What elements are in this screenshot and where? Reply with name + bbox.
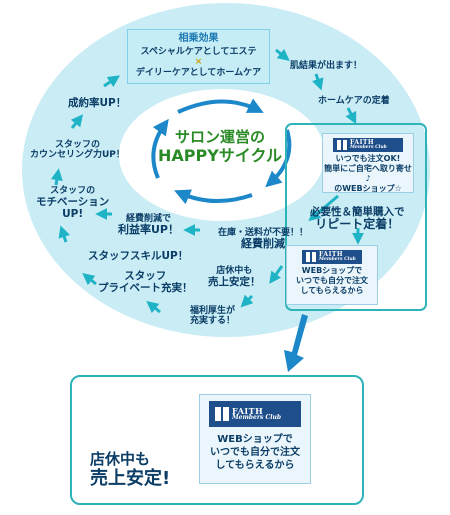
label-profit: 経費削減で 利益率UP！ <box>118 214 179 237</box>
cycle-arrow <box>240 294 254 308</box>
cycle-arrow <box>82 273 97 286</box>
webshop-highlight-frame <box>285 123 427 311</box>
label-private-line2: プライベート充実！ <box>98 282 193 295</box>
cycle-arrow <box>312 73 324 91</box>
label-profit-line2: 利益率UP！ <box>118 223 179 237</box>
zoom-arrow <box>284 314 308 372</box>
center-ring-arrow-top <box>177 98 264 114</box>
label-repeat-line2: リピート定着！ <box>315 217 400 232</box>
zoom-line1: WEBショップで <box>217 434 293 445</box>
label-welfare: 福利厚生が 充実する！ <box>190 306 235 327</box>
cycle-arrow <box>103 75 120 88</box>
webshop-card-self-order: FAITH Members Club WEBショップで いつでも自分で注文 して… <box>286 245 378 305</box>
label-motivation-line3: UP! <box>62 208 84 221</box>
zoom-sales-line2: 売上安定! <box>90 468 171 489</box>
label-counseling-line2: カウンセリング力UP！ <box>30 150 125 161</box>
label-repeat-line1: 必要性＆簡単購入で <box>310 206 405 218</box>
faith-logo: FAITH Members Club <box>302 250 362 264</box>
card2-line3: してもらえるから <box>300 286 364 295</box>
label-counseling-line1: スタッフの <box>54 140 100 150</box>
webshop-card-order: FAITH Members Club いつでも注文OK! 簡単にご自宅へ取り寄せ… <box>322 133 414 193</box>
zoom-sales-text: 店休中も 売上安定! <box>90 450 170 490</box>
center-title: サロン運営の HAPPYサイクル <box>150 128 290 165</box>
cycle-arrow <box>275 48 290 61</box>
cycle-arrow <box>70 114 83 129</box>
faith-logo: FAITH Members Club <box>333 138 403 152</box>
card2-line1: WEBショップで <box>301 266 363 275</box>
label-private-line1: スタッフ <box>124 270 167 282</box>
label-closed-line2: 売上安定！ <box>208 276 261 289</box>
label-inventory-line1: 在庫・送料が不要！！ <box>218 228 309 238</box>
synergy-line1: スペシャルケアとしてエステ <box>140 46 257 57</box>
center-ring-arrow-bottom <box>174 189 253 205</box>
center-title-line2: HAPPYサイクル <box>157 146 282 165</box>
center-ring-arrow-left <box>151 118 169 179</box>
synergy-line2: デイリーケアとしてホームケア <box>135 67 262 78</box>
cycle-arrow <box>269 265 284 284</box>
zoom-line2: いつでも自分で注文 <box>210 447 300 458</box>
label-skin-result: 肌結果が出ます！ <box>290 61 363 71</box>
cycle-arrow <box>308 194 339 222</box>
center-ring-arrow-right <box>265 129 292 188</box>
zoom-sales-line1: 店休中も <box>90 450 151 468</box>
cross-mark: × <box>194 56 203 67</box>
label-conversion: 成約率UP！ <box>68 97 127 109</box>
gift-box-icon <box>306 252 316 262</box>
zoom-line3: してもらえるから <box>215 460 295 471</box>
label-profit-line1: 経費削減で <box>125 214 171 224</box>
gift-box-icon <box>337 140 347 150</box>
label-welfare-line2: 充実する！ <box>190 316 236 327</box>
label-repeat: 必要性＆簡単購入で リピート定着！ <box>310 206 405 232</box>
center-title-line1: サロン運営の <box>174 128 265 146</box>
logo-brand-sub: Members Club <box>232 414 282 421</box>
label-motivation-line2: モチベーション <box>36 196 110 209</box>
card1-line2: 簡単にご自宅へ取り寄せ♪ <box>324 164 412 183</box>
card2-line2: いつでも自分で注文 <box>296 276 368 285</box>
logo-brand-sub: Members Club <box>350 144 387 150</box>
label-home-care: ホームケアの定着 <box>318 96 390 106</box>
label-closed-sales: 店休中も 売上安定！ <box>208 266 261 288</box>
logo-brand: FAITH <box>350 138 375 146</box>
zoom-webshop-card: FAITH Members Club WEBショップで いつでも自分で注文 して… <box>199 394 311 484</box>
cycle-arrow <box>58 225 70 243</box>
logo-brand-sub: Members Club <box>319 256 356 262</box>
label-closed-line1: 店休中も <box>216 266 253 276</box>
cycle-arrow <box>146 301 161 314</box>
label-motivation-line1: スタッフの <box>50 186 96 196</box>
synergy-title: 相乗効果 <box>178 33 219 44</box>
gift-box-icon <box>215 407 229 421</box>
label-welfare-line1: 福利厚生が <box>190 306 236 316</box>
label-motivation: スタッフの モチベーション UP! <box>36 186 109 220</box>
label-counseling: スタッフの カウンセリング力UP！ <box>30 140 125 161</box>
label-private: スタッフ プライベート充実！ <box>98 270 193 294</box>
label-skill: スタッフスキルUP！ <box>88 250 189 262</box>
logo-brand: FAITH <box>319 250 344 258</box>
inner-cycle-ellipse <box>119 89 325 221</box>
synergy-box: 相乗効果 スペシャルケアとしてエステ × デイリーケアとしてホームケア <box>127 29 270 84</box>
card1-line1: いつでも注文OK! <box>335 154 401 163</box>
label-inventory: 在庫・送料が不要！！ 経費削減 <box>218 228 308 251</box>
logo-brand: FAITH <box>232 406 264 416</box>
faith-logo-large: FAITH Members Club <box>209 401 301 427</box>
cycle-arrow <box>345 107 357 125</box>
card1-line3: のWEBショップ☆ <box>334 184 402 193</box>
cycle-arrow <box>50 168 63 186</box>
label-inventory-line2: 経費削減 <box>241 237 285 251</box>
